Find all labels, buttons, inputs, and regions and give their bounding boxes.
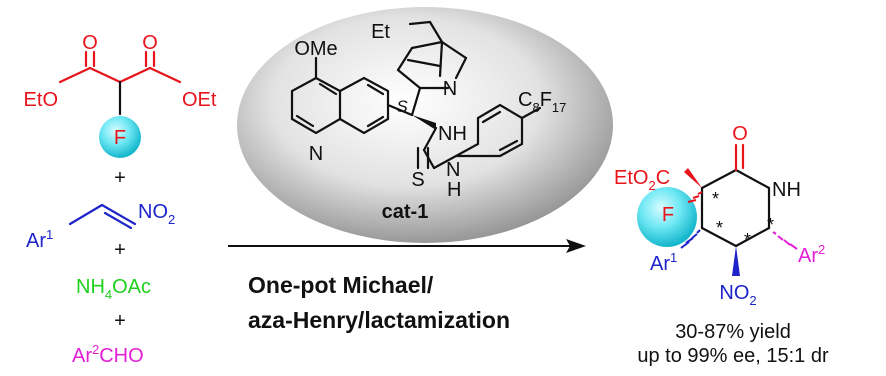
nitroalkene-nitro: NO2 xyxy=(138,201,175,227)
product-stereo-star-4: * xyxy=(767,215,774,235)
catalyst-nh-bottom-n: N xyxy=(446,159,460,181)
product-selectivity: up to 99% ee, 15:1 dr xyxy=(637,345,829,367)
malonate-right-ester: OEt xyxy=(182,89,217,111)
product-nh: NH xyxy=(772,179,801,201)
malonate-left-ester: EtO xyxy=(24,89,58,111)
catalyst-quinoline-n: N xyxy=(309,143,323,165)
reaction-arrow-head xyxy=(566,239,586,253)
product-ar1: Ar1 xyxy=(650,250,677,275)
product-ester: EtO2C xyxy=(614,167,670,193)
product-nitro: NO2 xyxy=(719,282,756,308)
product-ar2: Ar2 xyxy=(798,242,825,267)
catalyst-thio-s: S xyxy=(411,169,424,191)
malonate-fluorine: F xyxy=(114,127,126,149)
product-stereo-star-1: * xyxy=(712,189,719,209)
ammonium-acetate: NH4OAc xyxy=(76,276,151,302)
nitroalkene-structure: Ar1 NO2 xyxy=(26,201,175,252)
product-stereo-star-3: * xyxy=(744,230,751,250)
nitroalkene-aryl: Ar1 xyxy=(26,227,53,252)
catalyst-perfluoro-chain: C8F17 xyxy=(518,89,566,115)
conditions-line-2: aza-Henry/lactamization xyxy=(248,307,510,333)
catalyst-nh-top: NH xyxy=(438,123,467,145)
fluorine-highlight-ball xyxy=(99,116,141,158)
plus-sign-1: + xyxy=(114,167,126,189)
catalyst-ethyl: Et xyxy=(371,21,390,43)
catalyst-structure: Et OMe N N S NH S N H C8F17 cat-1 xyxy=(290,20,566,223)
malonate-carbonyl-o-right: O xyxy=(142,32,158,54)
catalyst-stereo-label: S xyxy=(396,97,408,116)
catalyst-nh-bottom-h: H xyxy=(447,179,461,201)
malonate-structure: O O EtO OEt F xyxy=(24,32,217,158)
aryl-aldehyde: Ar2CHO xyxy=(72,342,144,367)
catalyst-oval-backdrop xyxy=(237,7,613,243)
plus-sign-2: + xyxy=(114,239,126,261)
plus-sign-3: + xyxy=(114,310,126,332)
product-fluorine-highlight-ball xyxy=(637,187,697,247)
catalyst-name: cat-1 xyxy=(382,201,429,223)
malonate-carbonyl-o-left: O xyxy=(82,32,98,54)
product-structure: O NH EtO2C F * * * * Ar1 Ar2 NO2 xyxy=(614,123,825,308)
product-fluorine: F xyxy=(662,204,674,226)
conditions-line-1: One-pot Michael/ xyxy=(248,272,434,298)
product-yield: 30-87% yield xyxy=(675,321,791,343)
product-stereo-star-2: * xyxy=(716,218,723,238)
catalyst-methoxy: OMe xyxy=(294,38,337,60)
catalyst-quinuclidine-n: N xyxy=(443,78,457,100)
product-carbonyl-o: O xyxy=(732,123,748,145)
